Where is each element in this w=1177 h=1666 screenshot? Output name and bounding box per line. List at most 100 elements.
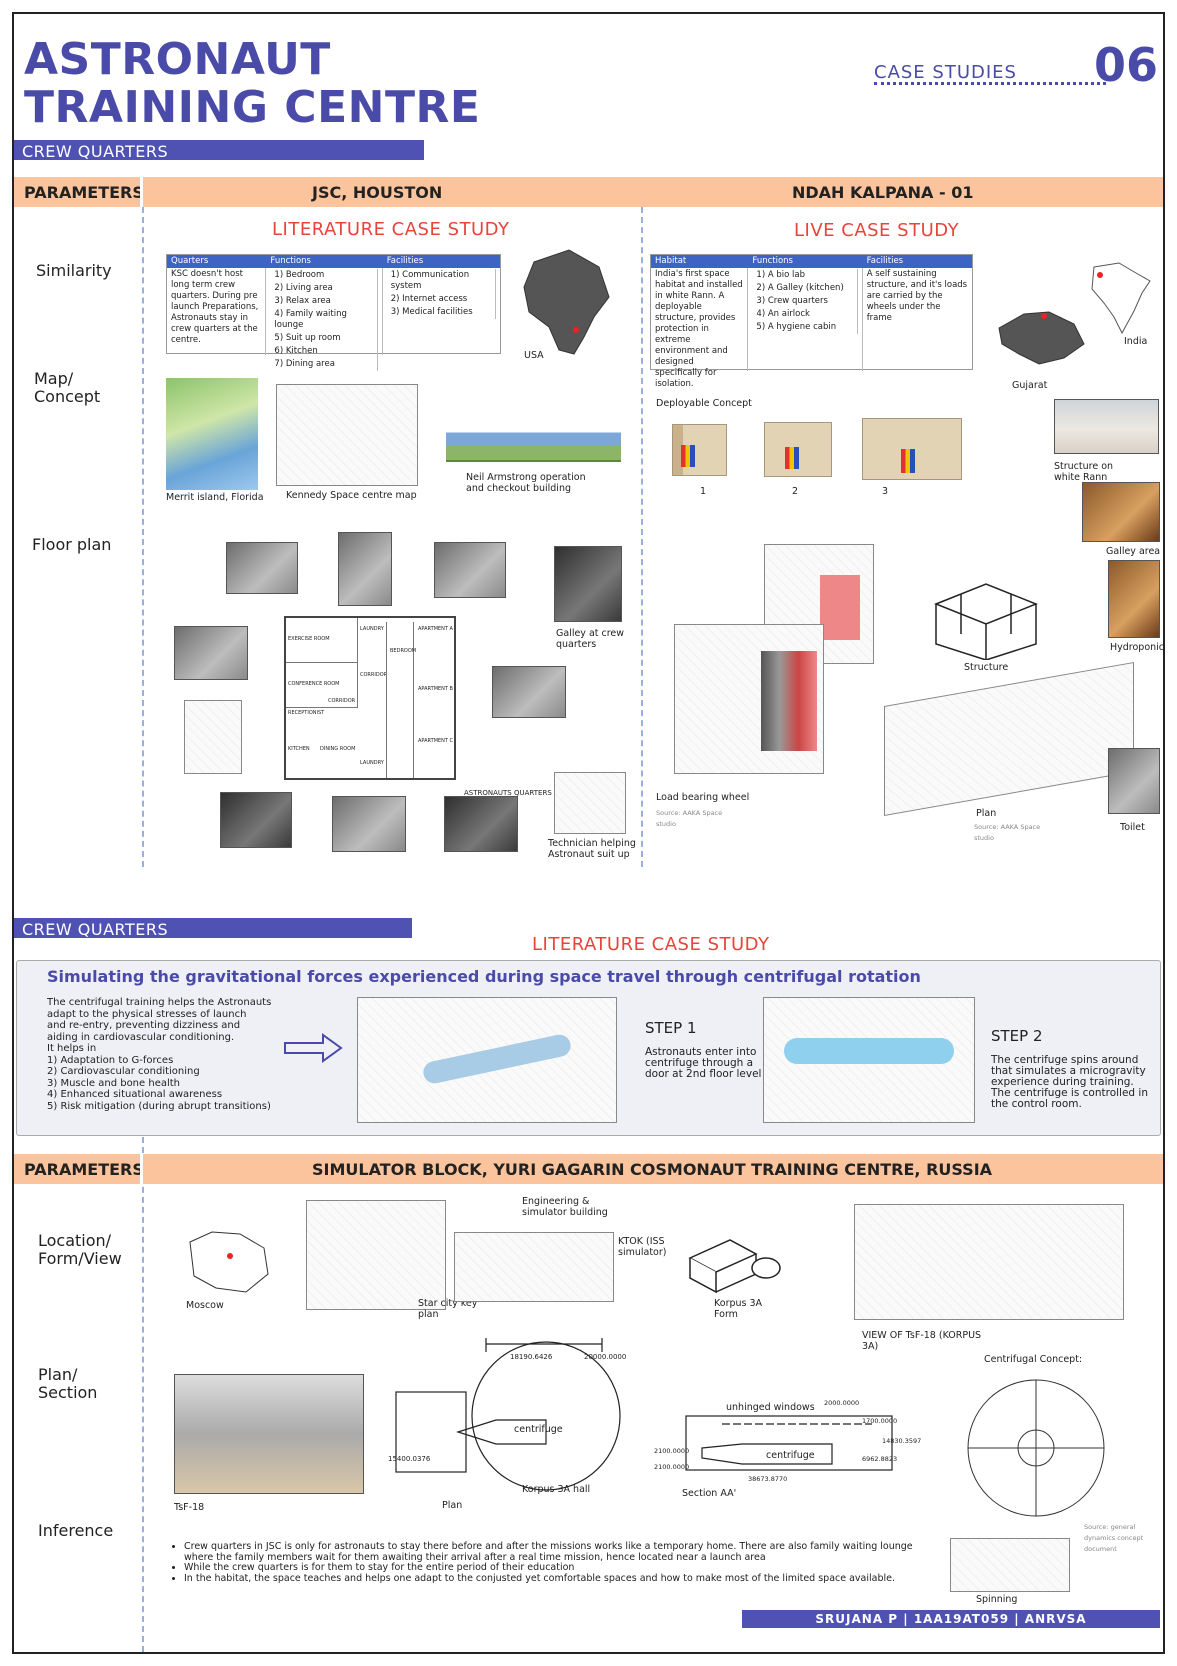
table-body: KSC doesn't host long term crew quarters…	[167, 268, 500, 371]
structure-caption: Structure	[964, 662, 1009, 673]
section-dim-5: 2100.0000	[654, 1463, 690, 1471]
parameters-bar: PARAMETERS JSC, HOUSTON NDAH KALPANA - 0…	[14, 177, 1163, 207]
floor-photo	[220, 792, 292, 848]
neil-armstrong-building	[446, 414, 621, 462]
structure-frame-icon	[933, 583, 1039, 660]
page-title: ASTRONAUT TRAINING CENTRE	[24, 34, 481, 133]
white-rann-caption: Structure on white Rann	[1054, 461, 1114, 483]
floor-photo	[492, 666, 566, 718]
crew-quarters-tag: CREW QUARTERS	[14, 918, 412, 939]
bar-separator	[140, 177, 143, 207]
section-dim-4: 2100.0000	[654, 1447, 690, 1455]
plan-label: Plan	[442, 1500, 463, 1511]
floor-photo	[338, 532, 392, 606]
step2-text: The centrifuge spins around that simulat…	[991, 1054, 1148, 1110]
inference-list: Crew quarters in JSC is only for astrona…	[170, 1541, 930, 1584]
kalpana-table: Habitat Functions Facilities India's fir…	[650, 254, 973, 389]
table-header: Habitat Functions Facilities	[651, 255, 972, 268]
galley-area-caption: Galley area	[1106, 546, 1161, 557]
section-dim-9: 14830.3597	[882, 1437, 922, 1445]
view-caption: VIEW OF TsF-18 (KORPUS 3A)	[862, 1330, 982, 1352]
plan-caption: Plan	[976, 808, 997, 819]
live-case-study-title: LIVE CASE STUDY	[794, 220, 960, 241]
section-dim-8: 1700.0000	[862, 1417, 898, 1425]
gujarat-map-icon	[998, 311, 1085, 365]
map-concept-label: Map/Concept	[34, 369, 101, 406]
kalpana-heading: NDAH KALPANA - 01	[792, 183, 974, 202]
location-form-view-label: Location/Form/View	[38, 1231, 122, 1268]
spinning-caption: Spinning	[976, 1594, 1018, 1605]
galley-crew-caption: Galley at crew quarters	[556, 628, 625, 650]
presentation-sheet: ASTRONAUT TRAINING CENTRE CASE STUDIES 0…	[12, 12, 1165, 1654]
star-city-map	[306, 1200, 446, 1310]
parameters-label: PARAMETERS	[24, 183, 144, 202]
korpus-hall-label: Korpus 3A hall	[522, 1484, 591, 1495]
author-footer: SRUJANA P | 1AA19AT059 | ANRVSA	[742, 1610, 1160, 1628]
source-caption: Source: AAKA Space studio	[974, 823, 1041, 842]
arrow-right-icon	[284, 1033, 343, 1063]
toilet-photo	[1108, 748, 1160, 814]
literature-case-study-title: LITERATURE CASE STUDY	[272, 219, 510, 240]
parameters-bar: PARAMETERS SIMULATOR BLOCK, YURI GAGARIN…	[14, 1154, 1163, 1184]
module-number-1: 1	[700, 486, 707, 497]
moscow-map-icon	[189, 1231, 269, 1293]
centrifuge-step1-sketch	[357, 997, 617, 1123]
tsf18-photo	[174, 1374, 364, 1494]
section-label: Section AA'	[682, 1488, 737, 1499]
list-item: While the crew quarters is for them to s…	[184, 1562, 930, 1574]
white-rann-photo	[1054, 399, 1159, 454]
eng-sim-caption: Engineering & simulator building	[522, 1196, 608, 1218]
module-1	[672, 424, 727, 476]
module-2	[764, 422, 832, 477]
galley-area-photo	[1082, 482, 1160, 542]
plan-dim-2: 20000.0000	[584, 1353, 627, 1361]
table-header: Quarters Functions Facilities	[167, 255, 500, 268]
korpus-form-icon	[688, 1239, 781, 1294]
unhinged-windows-label: unhinged windows	[726, 1402, 815, 1413]
module-number-3: 3	[882, 486, 889, 497]
load-wheel-caption: Load bearing wheel	[656, 792, 750, 803]
deployable-caption: Deployable Concept	[656, 398, 752, 409]
technician-caption: Technician helping Astronaut suit up	[548, 838, 636, 860]
merrit-caption: Merrit island, Florida	[166, 492, 264, 503]
centrifugal-concept-diagram	[967, 1379, 1105, 1517]
toilet-caption: Toilet	[1120, 822, 1145, 833]
kennedy-caption: Kennedy Space centre map	[286, 490, 417, 501]
star-city-caption: Star city key plan	[418, 1298, 478, 1320]
bar-separator	[140, 1154, 143, 1184]
kennedy-map	[276, 384, 418, 486]
gujarat-caption: Gujarat	[1012, 380, 1048, 391]
india-map-icon	[1091, 262, 1151, 335]
floor-plan-label: Floor plan	[32, 535, 112, 554]
module-3	[862, 418, 962, 480]
source-caption: Source: AAKA Space studio	[656, 809, 723, 828]
case-number: 06	[1094, 38, 1159, 92]
case-studies-label: CASE STUDIES	[874, 62, 1017, 83]
korpus-plan-drawing	[395, 1338, 621, 1491]
tsf18-caption: TsF-18	[174, 1502, 205, 1513]
step1-title: STEP 1	[645, 1019, 697, 1037]
korpus-caption: Korpus 3A Form	[714, 1298, 763, 1320]
floor-photo	[174, 626, 248, 680]
usa-map-icon	[523, 249, 610, 355]
india-caption: India	[1124, 336, 1148, 347]
column-divider	[142, 1137, 144, 1652]
bedroom-column	[386, 622, 414, 778]
inference-label: Inference	[38, 1521, 114, 1540]
hydroponics-caption: Hydroponics	[1110, 642, 1165, 653]
centrifugal-concept-caption: Centrifugal Concept:	[984, 1354, 1083, 1365]
step2-title: STEP 2	[991, 1027, 1043, 1045]
panel-title: Simulating the gravitational forces expe…	[47, 967, 921, 986]
moscow-caption: Moscow	[186, 1300, 224, 1311]
floor-photo	[444, 796, 518, 852]
floor-photo	[332, 796, 406, 852]
step1-text: Astronauts enter into centrifuge through…	[645, 1046, 762, 1080]
section-drawing	[685, 1415, 893, 1471]
jsc-table: Quarters Functions Facilities KSC doesn'…	[166, 254, 501, 371]
centrifuge-step2-sketch	[763, 997, 975, 1123]
table-body: India's first space habitat and installe…	[651, 268, 972, 389]
list-item: Crew quarters in JSC is only for astrona…	[184, 1541, 930, 1563]
merrit-island-map	[166, 378, 258, 490]
spinning-sketch	[950, 1538, 1070, 1592]
section-dim-10: 6962.8823	[862, 1455, 898, 1463]
